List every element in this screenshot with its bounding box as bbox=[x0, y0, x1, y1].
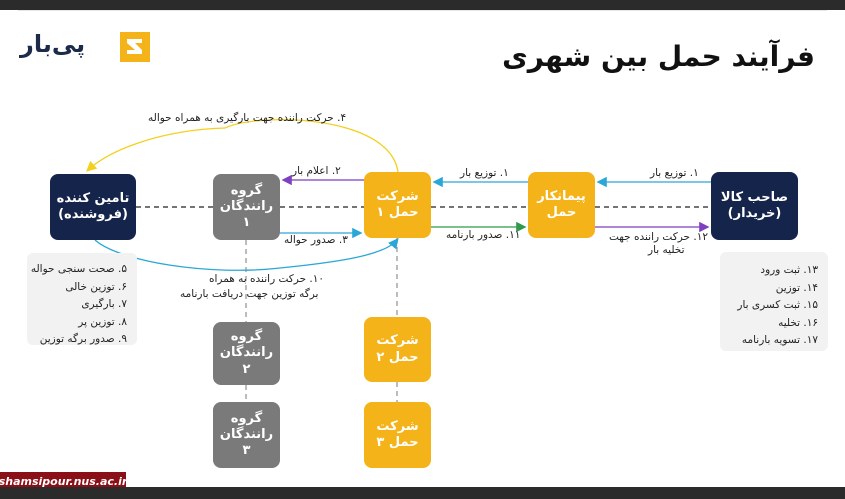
node-contractor[interactable]: پیمانکار حمل bbox=[528, 172, 595, 238]
node-driver-group-3[interactable]: گروه رانندگان ۳ bbox=[213, 402, 280, 468]
label-step1-right: ۱. توزیع بار bbox=[650, 167, 699, 179]
label-step4: ۴. حرکت راننده جهت بارگیری به همراه حوال… bbox=[148, 112, 347, 124]
owner-step-item: ۱۴. توزین bbox=[775, 281, 818, 294]
supplier-step-item: ۷. بارگیری bbox=[81, 298, 127, 310]
node-company-1[interactable]: شرکت حمل ۱ bbox=[364, 172, 431, 238]
owner-step-item: ۱۳. ثبت ورود bbox=[760, 264, 818, 276]
top-band bbox=[0, 0, 845, 10]
owner-steps-list: ۱۳. ثبت ورود ۱۴. توزین ۱۵. ثبت کسری بار … bbox=[720, 252, 828, 351]
supplier-step-item: ۵. صحت سنجی حواله bbox=[30, 263, 127, 275]
page-title: فرآیند حمل بین شهری bbox=[502, 40, 815, 73]
supplier-step-item: ۶. توزین خالی bbox=[65, 280, 127, 293]
label-step10-line2: برگه توزین جهت دریافت بارنامه bbox=[180, 288, 319, 300]
label-step12-line1: ۱۲. حرکت راننده جهت bbox=[609, 231, 708, 243]
owner-step-item: ۱۶. تخلیه bbox=[778, 316, 818, 329]
top-divider bbox=[18, 10, 827, 11]
label-step1-left: ۱. توزیع بار bbox=[460, 167, 509, 179]
logo-text: پی‌بار bbox=[20, 30, 86, 58]
logo: پی‌بار bbox=[12, 30, 152, 66]
arrow-step4 bbox=[86, 118, 399, 173]
bottom-band bbox=[0, 487, 845, 499]
node-company-2[interactable]: شرکت حمل ۲ bbox=[364, 317, 431, 382]
label-step2: ۲. اعلام بار bbox=[292, 165, 341, 177]
owner-step-item: ۱۷. تسویه بارنامه bbox=[741, 334, 818, 346]
label-step12-line2: تخلیه بار bbox=[648, 244, 685, 256]
node-company-3[interactable]: شرکت حمل ۳ bbox=[364, 402, 431, 468]
owner-step-item: ۱۵. ثبت کسری بار bbox=[737, 299, 818, 311]
supplier-steps-list: ۵. صحت سنجی حواله ۶. توزین خالی ۷. بارگی… bbox=[27, 253, 137, 345]
node-driver-group-2[interactable]: گروه رانندگان ۲ bbox=[213, 322, 280, 385]
supplier-step-item: ۹. صدور برگه توزین bbox=[39, 333, 127, 345]
node-supplier[interactable]: تامین کننده (فروشنده) bbox=[50, 174, 136, 240]
label-step10-line1: ۱۰. حرکت راننده به همراه bbox=[209, 273, 325, 285]
logo-mark-icon bbox=[120, 32, 150, 62]
node-owner[interactable]: صاحب کالا (خریدار) bbox=[711, 172, 798, 240]
label-step3: ۳. صدور حواله bbox=[284, 234, 348, 246]
site-watermark: shamsipour.nus.ac.ir bbox=[0, 472, 127, 490]
supplier-step-item: ۸. توزین پر bbox=[78, 315, 127, 328]
label-step11: ۱۱. صدور بارنامه bbox=[446, 229, 521, 241]
node-driver-group-1[interactable]: گروه رانندگان ۱ bbox=[213, 174, 280, 240]
